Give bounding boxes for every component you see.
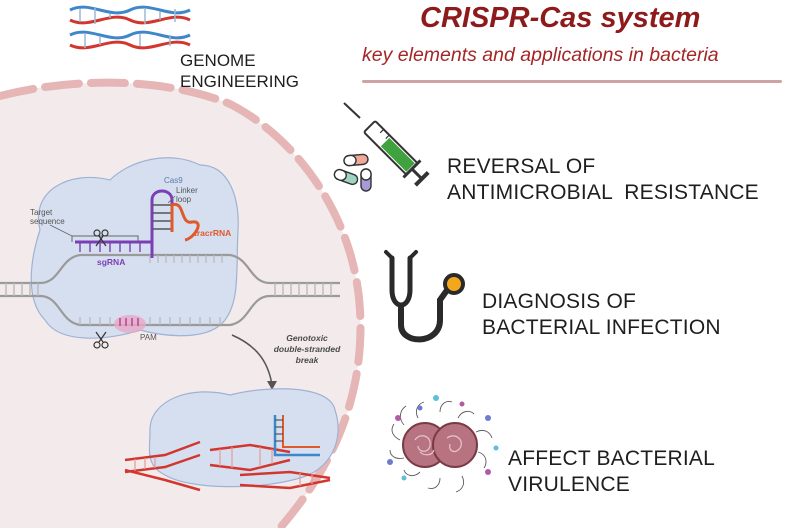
application-virulence: AFFECT BACTERIAL VIRULENCE [508, 446, 715, 498]
break-line3: break [295, 355, 319, 365]
app3-line2: VIRULENCE [508, 473, 630, 496]
app3-line1: AFFECT BACTERIAL [508, 447, 716, 470]
stethoscope-icon [384, 250, 465, 343]
page-subtitle: key elements and applications in bacteri… [362, 44, 719, 66]
genome-engineering-label: GENOME ENGINEERING [180, 50, 299, 92]
genome-label-line2: ENGINEERING [180, 72, 300, 91]
tracrrna-label: tracrRNA [194, 228, 232, 238]
app1-line2: ANTIMICROBIAL RESISTANCE [447, 181, 759, 204]
linker-line1: Linker [176, 186, 198, 195]
genome-label-line1: GENOME [180, 51, 256, 70]
cas9-repair-complex [148, 388, 339, 488]
guide-rna [75, 189, 200, 258]
broken-dna [124, 415, 331, 492]
pam-site [114, 315, 146, 333]
scissors-icon [93, 229, 109, 247]
app2-line2: BACTERIAL INFECTION [482, 316, 721, 339]
target-line2: sequence [30, 217, 65, 226]
cas9-protein [30, 157, 239, 339]
capsule-icon [333, 153, 372, 192]
cell-membrane [0, 78, 365, 528]
target-sequence-label: Target sequence [30, 208, 65, 226]
bacteria-icon [387, 395, 499, 493]
page-title: CRISPR-Cas system [420, 2, 701, 34]
application-antimicrobial-resistance: REVERSAL OF ANTIMICROBIAL RESISTANCE [447, 154, 759, 206]
linker-loop-label: Linker loop [176, 186, 198, 204]
sgrna-label: sgRNA [97, 257, 126, 267]
scissors-icon [93, 331, 109, 349]
linker-line2: loop [176, 195, 192, 204]
application-diagnosis: DIAGNOSIS OF BACTERIAL INFECTION [482, 289, 721, 341]
target-line1: Target [30, 208, 53, 217]
title-divider [362, 80, 782, 83]
tracrrna-strand [170, 202, 200, 242]
process-arrow [231, 334, 273, 386]
cas9-label: Cas9 [164, 176, 183, 185]
dna-helix-icon [69, 5, 191, 50]
app2-line1: DIAGNOSIS OF [482, 290, 637, 313]
app1-line1: REVERSAL OF [447, 155, 596, 178]
pam-label: PAM [140, 333, 157, 342]
target-dna [0, 253, 340, 333]
syringe-icon [343, 102, 430, 187]
break-line1: Genotoxic [286, 333, 328, 343]
break-line2: double-stranded [273, 344, 341, 354]
genotoxic-break-label: Genotoxic double-stranded break [267, 333, 347, 366]
